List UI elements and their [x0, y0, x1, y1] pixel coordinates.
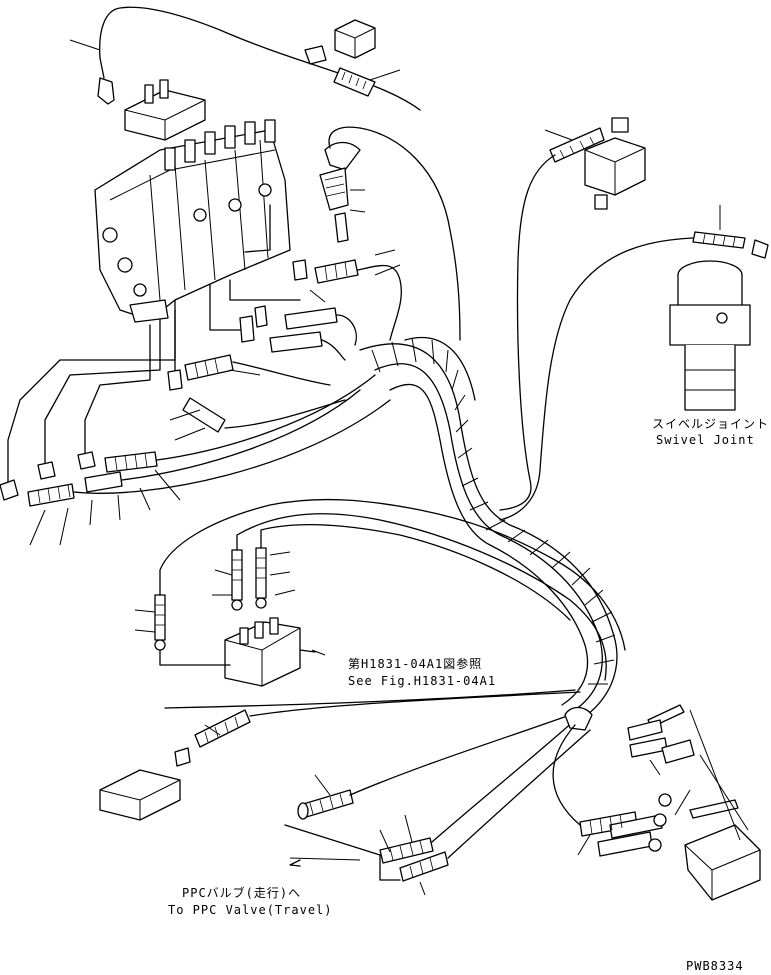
reference-label-jp: 第H1831-04A1図参照	[348, 657, 483, 671]
hose-bundle-spiral-wrap	[359, 336, 618, 721]
hoses-left	[0, 299, 391, 507]
reference-label-en: See Fig.H1831-04A1	[348, 674, 497, 688]
leader-lines	[29, 39, 721, 896]
drawing-number: PWB8334	[686, 959, 744, 973]
swivel-joint-label-en: Swivel Joint	[656, 433, 755, 447]
ppc-valve-label-en: To PPC Valve(Travel)	[168, 903, 333, 917]
main-control-valve	[94, 119, 291, 323]
travel-valve-block	[154, 498, 626, 709]
hoses-to-ppc-valve	[284, 706, 593, 882]
swivel-joint	[669, 239, 769, 411]
bracket-and-bolts	[579, 704, 761, 901]
swivel-joint-label-jp: スイベルジョイント	[652, 417, 770, 431]
solenoid-valve-right	[549, 117, 646, 210]
pilot-block-top-center	[304, 19, 376, 97]
fittings-middle	[167, 126, 461, 433]
ppc-valve-label-jp: PPCバルブ(走行)へ	[182, 886, 302, 900]
pilot-block-bottom-left	[99, 691, 581, 821]
